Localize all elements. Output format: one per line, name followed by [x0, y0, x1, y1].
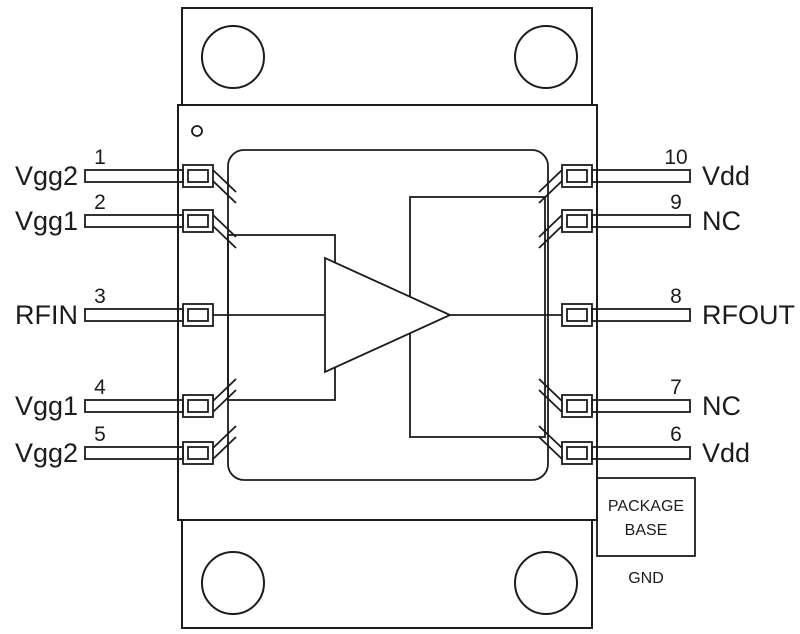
pin-lead: [84, 214, 184, 228]
die-input-block: [227, 234, 336, 401]
pin-pad: [561, 209, 593, 233]
pin-pad: [182, 303, 214, 327]
pin-right-6: 6 Vdd: [538, 423, 750, 468]
pin-label: Vgg1: [15, 206, 78, 236]
pin-label: Vdd: [702, 438, 750, 468]
bond-wire: [538, 389, 563, 413]
pin-lead: [84, 308, 184, 322]
pin-number: 9: [670, 191, 682, 214]
package-base: PACKAGE BASE GND: [596, 477, 696, 587]
bond-wire: [212, 425, 237, 449]
pin-lead: [84, 446, 184, 460]
pin-label: Vgg2: [15, 438, 78, 468]
mounting-hole-bottom-left: [201, 551, 265, 615]
package-base-label-line2: BASE: [625, 522, 668, 539]
pin-number: 6: [670, 423, 682, 446]
bond-wire: [538, 436, 563, 460]
pin-number: 4: [94, 376, 106, 399]
pin-lead: [591, 399, 691, 413]
pin-label: Vdd: [702, 161, 750, 191]
bond-wire: [212, 389, 237, 413]
pin-left-4: 4 Vgg1: [15, 376, 237, 421]
pin-pad-inner: [566, 308, 588, 322]
pin-number: 1: [94, 146, 106, 169]
pin-pad: [561, 303, 593, 327]
pin-pad-inner: [187, 399, 209, 413]
pin-pad: [561, 441, 593, 465]
bond-wire: [538, 169, 563, 193]
bond-wire: [212, 436, 237, 460]
mounting-hole-top-left: [201, 25, 265, 89]
pin-lead: [591, 214, 691, 228]
pin-label: RFIN: [15, 300, 78, 330]
amplifier-triangle-icon: [324, 256, 453, 374]
pin-pad-inner: [187, 308, 209, 322]
pin-label: RFOUT: [702, 300, 795, 330]
pin-number: 2: [94, 191, 106, 214]
pin-left-3: 3 RFIN: [15, 285, 214, 330]
pin-left-2: 2 Vgg1: [15, 191, 237, 249]
gnd-label: GND: [628, 570, 664, 587]
bond-wire: [212, 169, 237, 193]
pin-lead: [84, 399, 184, 413]
pin-right-8: 8 RFOUT: [561, 285, 795, 330]
pin-pad: [561, 164, 593, 188]
pin-pad: [561, 394, 593, 418]
pin-right-10: 10 Vdd: [538, 146, 750, 204]
pin-left-5: 5 Vgg2: [15, 423, 237, 468]
pin-right-9: 9 NC: [538, 191, 741, 249]
pin-pad: [182, 394, 214, 418]
pin-pad: [182, 441, 214, 465]
bond-wire: [212, 378, 237, 402]
pin-number: 3: [94, 285, 106, 308]
pin-lead: [591, 446, 691, 460]
pin-pad-inner: [566, 214, 588, 228]
pin-label: Vgg1: [15, 391, 78, 421]
pin-lead: [591, 308, 691, 322]
pin-pad-inner: [566, 446, 588, 460]
pin-label: NC: [702, 391, 741, 421]
pin-label: Vgg2: [15, 161, 78, 191]
bond-wire: [538, 378, 563, 402]
pin-pad: [182, 209, 214, 233]
pin-lead: [84, 169, 184, 183]
bond-wire: [538, 425, 563, 449]
pin-lead: [591, 169, 691, 183]
package-base-box: [596, 477, 696, 557]
bond-wire: [212, 214, 237, 238]
package-base-label-line1: PACKAGE: [608, 498, 684, 515]
pin-pad-inner: [566, 169, 588, 183]
pin-number: 10: [664, 146, 687, 169]
bottom-flange-outline: [181, 519, 593, 629]
pin-left-1: 1 Vgg2: [15, 146, 237, 204]
pin-right-7: 7 NC: [538, 376, 741, 421]
bond-wire: [538, 225, 563, 249]
bond-wire: [212, 180, 237, 204]
pin-number: 7: [670, 376, 682, 399]
pin1-indicator-dot: [191, 125, 203, 137]
bond-wire: [538, 180, 563, 204]
top-flange-outline: [181, 7, 593, 106]
mounting-hole-bottom-right: [514, 551, 578, 615]
pin-label: NC: [702, 206, 741, 236]
bond-wire: [212, 225, 237, 249]
pin-number: 8: [670, 285, 682, 308]
pin-pad-inner: [187, 214, 209, 228]
pin-pad: [182, 164, 214, 188]
mounting-hole-top-right: [514, 25, 578, 89]
pin-pad-inner: [187, 169, 209, 183]
pin-number: 5: [94, 423, 106, 446]
pin-pad-inner: [566, 399, 588, 413]
bond-wire: [538, 214, 563, 238]
pin-pad-inner: [187, 446, 209, 460]
